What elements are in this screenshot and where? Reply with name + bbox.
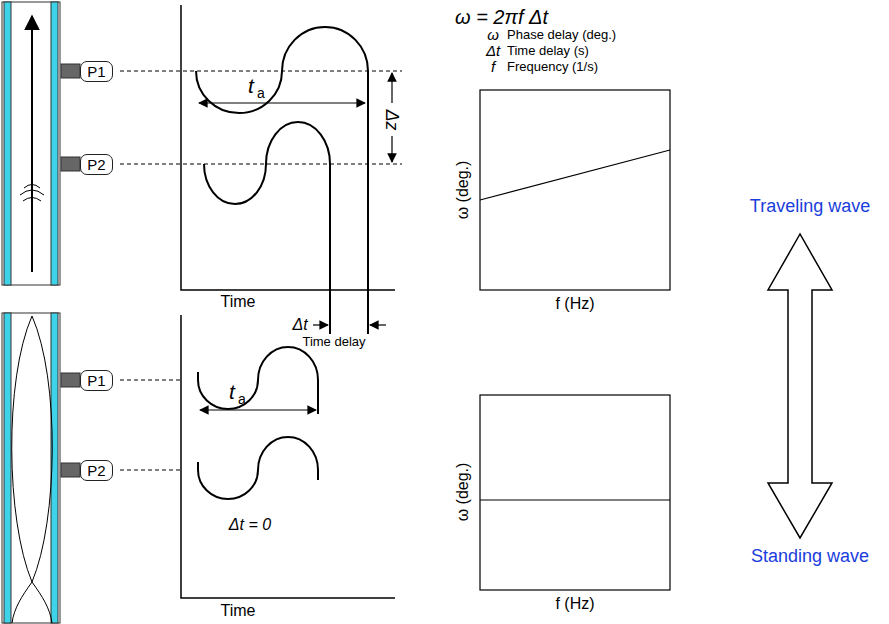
sensor-box: P2 — [80, 460, 113, 481]
label-text: f (Hz) — [555, 595, 594, 613]
label-text: Time delay (s) — [507, 44, 589, 59]
label-text: Standing wave — [751, 546, 869, 567]
sensor-label: P2 — [87, 156, 105, 173]
label-text: a — [238, 391, 246, 407]
label-text: Δt = 0 — [229, 516, 271, 534]
label-text: f (Hz) — [555, 295, 594, 313]
label-text: a — [257, 85, 265, 101]
sensor-label: P1 — [87, 372, 105, 389]
label-text: Δt — [486, 42, 500, 59]
label-text: Time delay — [302, 335, 365, 350]
label-text: Frequency (1/s) — [507, 60, 598, 75]
label-text: ω (deg.) — [454, 161, 472, 220]
sensor-box: P1 — [80, 61, 113, 82]
sensor-label: P1 — [87, 63, 105, 80]
label-text: ω — [487, 26, 499, 43]
sensor-box: P1 — [80, 370, 113, 391]
label-text: Δt — [292, 316, 307, 334]
label-text: f — [491, 58, 495, 75]
label-text: Time — [221, 293, 256, 311]
label-text: ω (deg.) — [454, 463, 472, 522]
label-text: t — [248, 74, 254, 98]
label-text: Time — [221, 602, 256, 620]
sensor-box: P2 — [80, 154, 113, 175]
label-text: ω = 2πf Δt — [455, 6, 548, 29]
label-text: Phase delay (deg.) — [507, 28, 616, 43]
sensor-label: P2 — [87, 462, 105, 479]
label-text: Δz — [382, 109, 403, 130]
label-text: Traveling wave — [750, 196, 870, 217]
label-text: t — [229, 380, 235, 404]
